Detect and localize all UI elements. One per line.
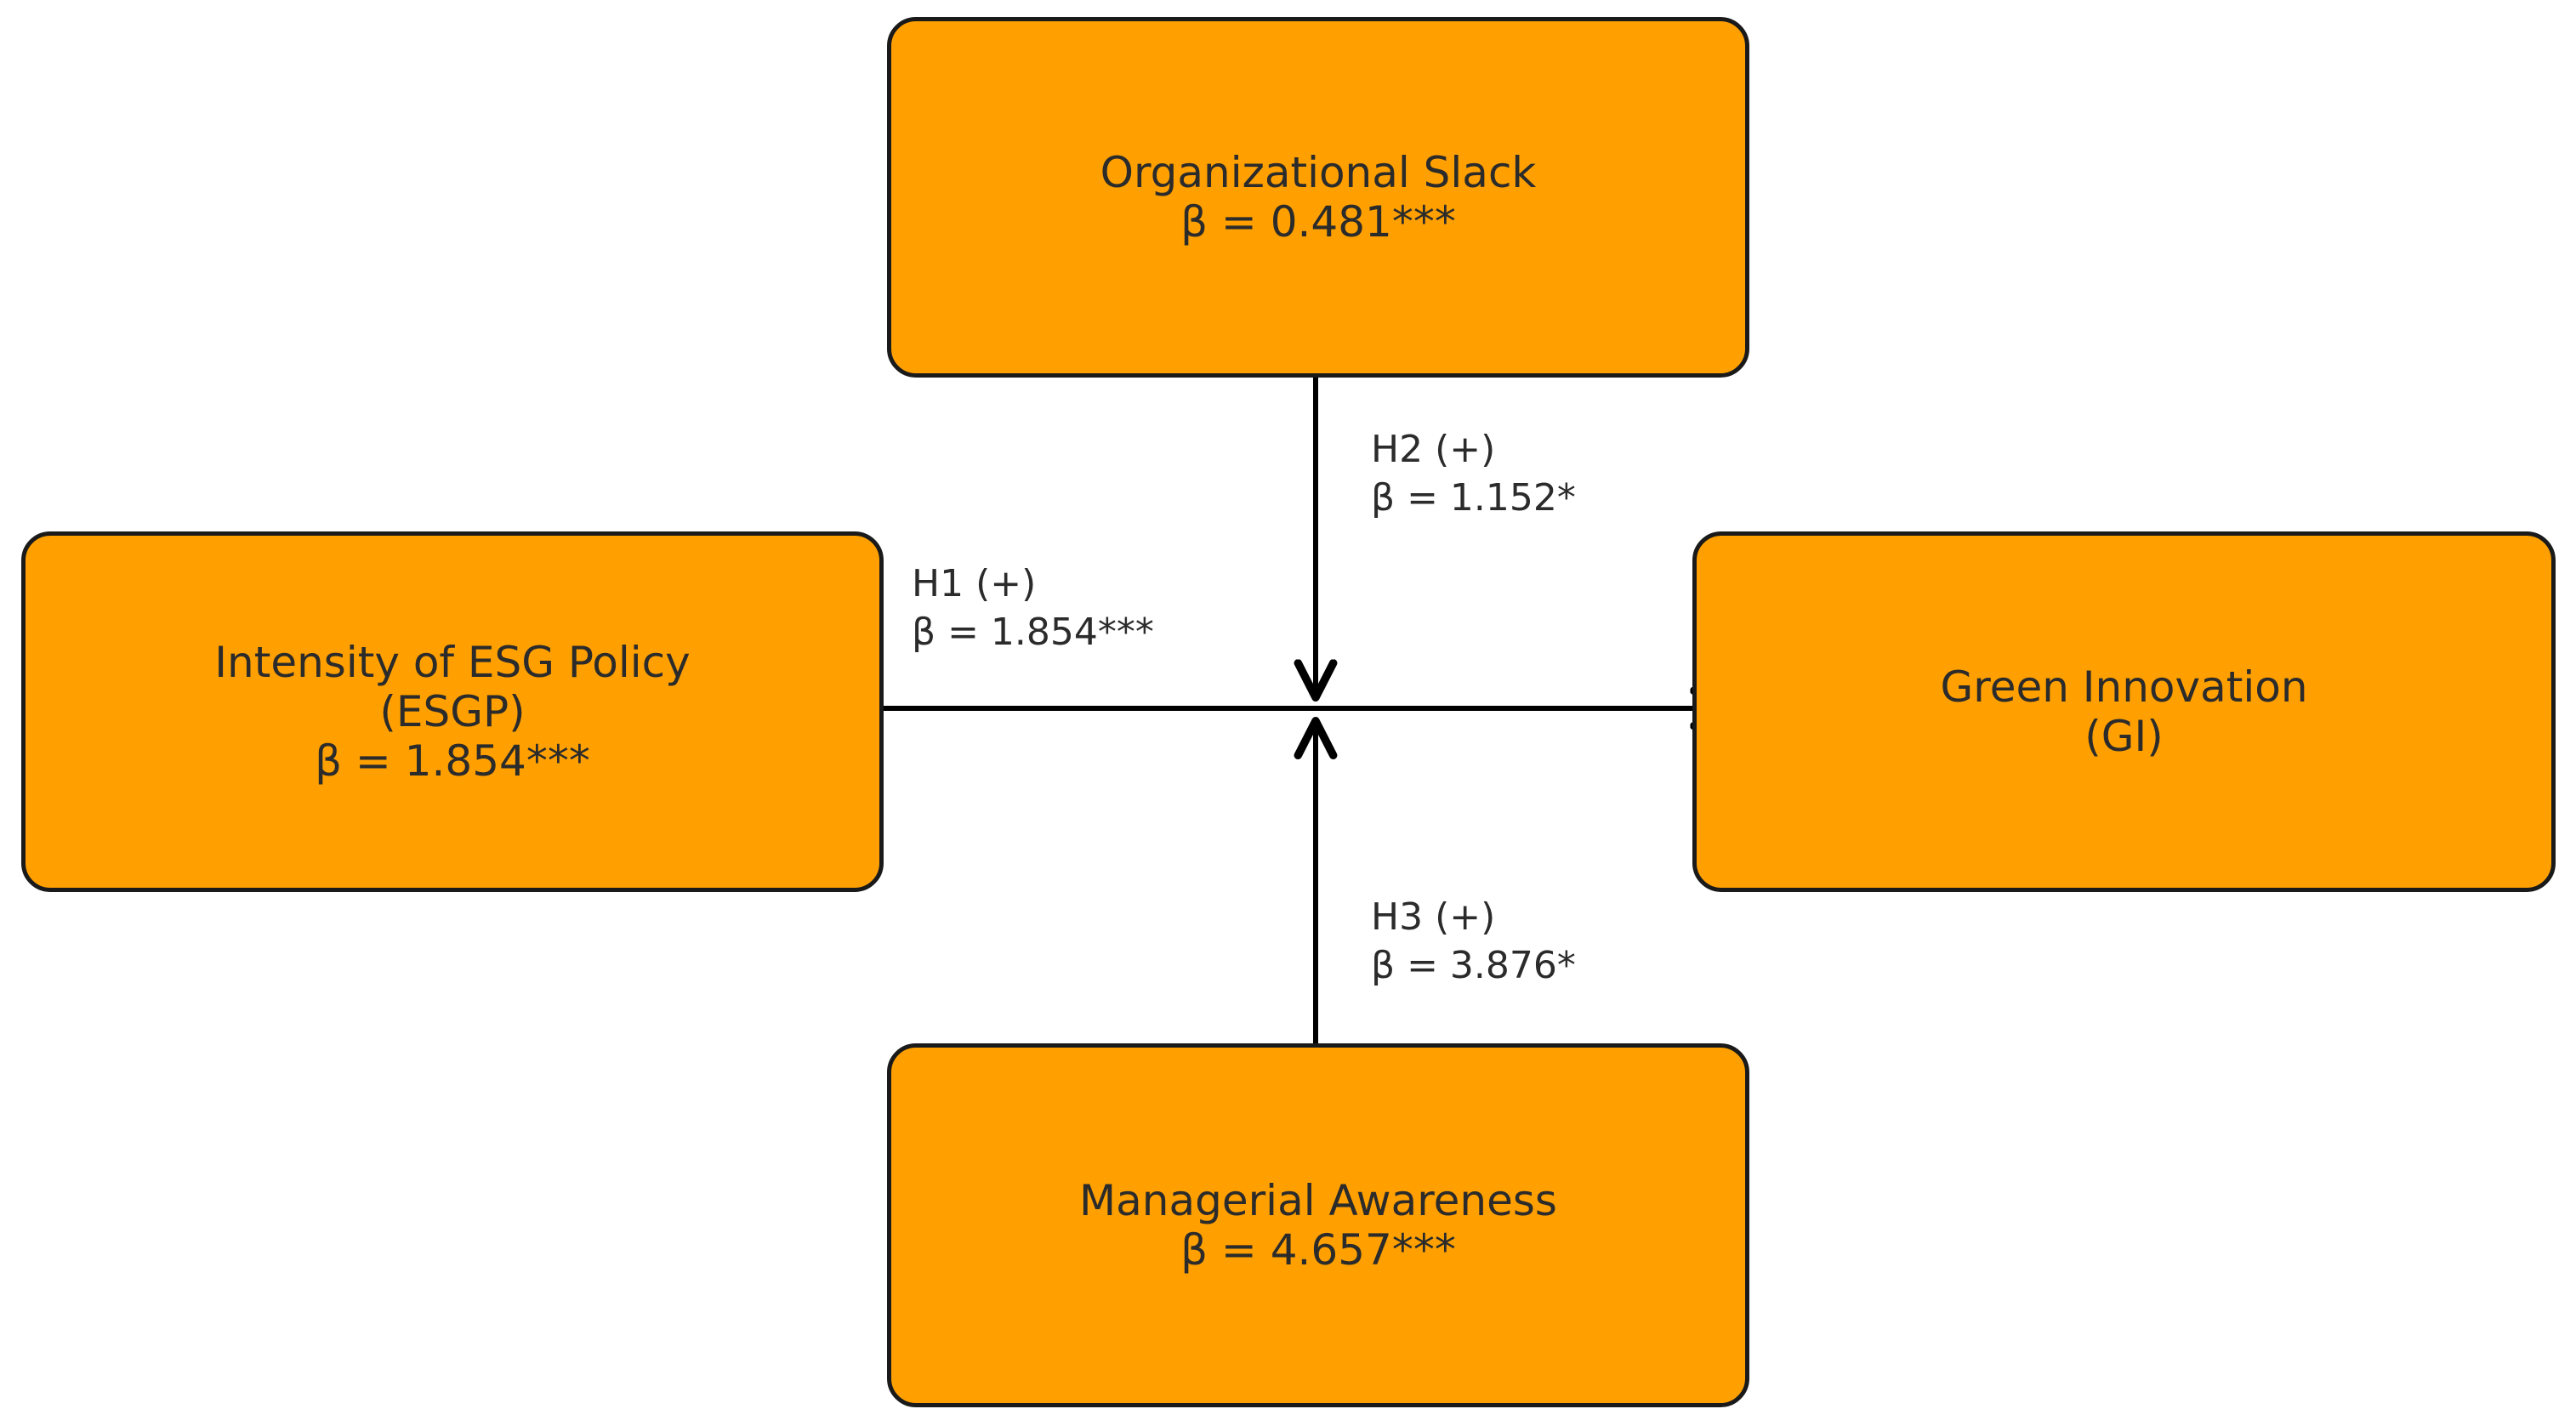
edge-label-h1-beta: β = 1.854*** — [912, 611, 1154, 655]
node-green-innovation-label: Green Innovation — [1940, 662, 2308, 712]
node-managerial-awareness-beta: β = 4.657*** — [1180, 1225, 1456, 1275]
node-managerial-awareness[interactable]: Managerial Awareness β = 4.657*** — [887, 1043, 1749, 1407]
node-organizational-slack[interactable]: Organizational Slack β = 0.481*** — [887, 17, 1749, 378]
node-esg-policy-label: Intensity of ESG Policy — [214, 638, 691, 687]
edge-label-h1: H1 (+) β = 1.854*** — [912, 560, 1154, 656]
node-esg-policy-beta: β = 1.854*** — [315, 736, 590, 786]
node-green-innovation[interactable]: Green Innovation (GI) — [1692, 531, 2556, 892]
node-organizational-slack-label: Organizational Slack — [1100, 148, 1537, 197]
edge-label-h3-beta: β = 3.876* — [1371, 944, 1576, 988]
edge-label-h2: H2 (+) β = 1.152* — [1371, 425, 1576, 522]
node-organizational-slack-beta: β = 0.481*** — [1180, 197, 1456, 247]
node-managerial-awareness-label: Managerial Awareness — [1079, 1176, 1557, 1225]
edge-label-h2-hypothesis: H2 (+) — [1371, 428, 1496, 471]
node-esg-policy-abbreviation: (ESGP) — [379, 687, 526, 736]
edge-label-h3: H3 (+) β = 3.876* — [1371, 893, 1576, 990]
edge-label-h2-beta: β = 1.152* — [1371, 476, 1576, 520]
node-esg-policy[interactable]: Intensity of ESG Policy (ESGP) β = 1.854… — [21, 531, 884, 892]
edge-label-h3-hypothesis: H3 (+) — [1371, 895, 1496, 939]
edge-label-h1-hypothesis: H1 (+) — [912, 562, 1037, 605]
node-green-innovation-abbreviation: (GI) — [2084, 712, 2164, 761]
